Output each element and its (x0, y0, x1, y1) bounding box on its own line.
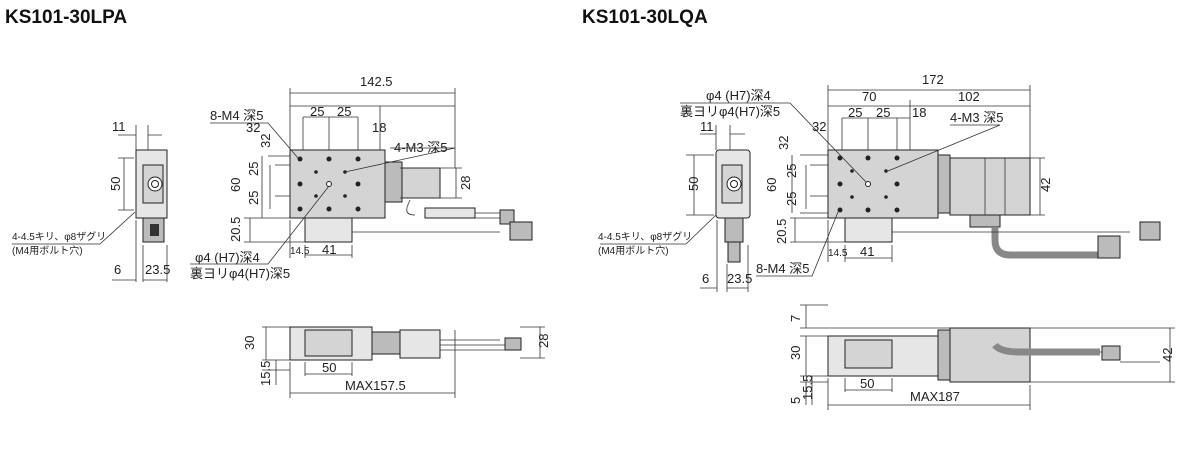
note-4-m3: 4-M3 深5 (394, 140, 447, 155)
model-title: KS101-30LPA (5, 7, 127, 28)
dim-11: 11 (700, 119, 714, 134)
dim-25-d: 25 (246, 191, 261, 205)
dim-7: 7 (788, 315, 803, 322)
dim-42: 42 (1038, 178, 1053, 192)
model-ks101-30lpa: KS101-30LPA 11 50 6 23.5 4-4.5キリ、φ8ザグリ (… (5, 7, 551, 398)
dim-70: 70 (862, 89, 876, 104)
dim-max-length: MAX157.5 (345, 378, 406, 393)
dim-32-v: 32 (258, 134, 273, 148)
dim-32-h: 32 (246, 120, 260, 135)
model-title: KS101-30LQA (582, 7, 708, 28)
dim-50-side: 50 (322, 360, 336, 375)
dim-172: 172 (922, 72, 944, 87)
dim-60: 60 (764, 178, 779, 192)
end-view: 11 50 6 23.5 4-4.5キリ、φ8ザグリ (M4用ボルト穴) (12, 119, 170, 282)
dim-6: 6 (702, 271, 709, 286)
dim-25-b: 25 (337, 104, 351, 119)
note-pin-hole-back: 裏ヨリφ4(H7)深5 (190, 266, 290, 281)
dim-18: 18 (372, 120, 386, 135)
dim-6: 6 (114, 262, 121, 277)
note-m4-bolt: (M4用ボルト穴) (12, 244, 83, 257)
dim-25-c: 25 (784, 164, 799, 178)
note-pin-hole: φ4 (H7)深4 (195, 250, 260, 265)
dim-20-5: 20.5 (774, 219, 789, 244)
dim-28: 28 (458, 176, 473, 190)
note-pin-hole-back: 裏ヨリφ4(H7)深5 (680, 104, 780, 119)
note-bolt-hole: 4-4.5キリ、φ8ザグリ (12, 230, 106, 243)
dim-102: 102 (958, 89, 980, 104)
mounting-holes (297, 156, 361, 212)
note-8-m4: 8-M4 深5 (756, 261, 809, 276)
dim-23-5: 23.5 (145, 262, 170, 277)
model-ks101-30lqa: KS101-30LQA 11 50 6 23.5 4-4.5キリ、φ8ザグリ (… (582, 7, 1175, 410)
dim-30: 30 (788, 346, 803, 360)
note-bolt-hole: 4-4.5キリ、φ8ザグリ (598, 230, 692, 243)
dim-15-5: 15.5 (258, 361, 273, 386)
dim-14-5: 14.5 (828, 248, 848, 259)
side-view: 7 30 5 15.5 50 MAX187 42 (788, 304, 1175, 410)
dim-60: 60 (228, 178, 243, 192)
dim-20-5: 20.5 (228, 217, 243, 242)
dim-11: 11 (112, 119, 126, 134)
dim-32-h: 32 (812, 119, 826, 134)
dim-41: 41 (322, 242, 336, 257)
dim-25-b: 25 (876, 105, 890, 120)
dim-41: 41 (860, 244, 874, 259)
dim-50: 50 (686, 177, 701, 191)
dim-max-length: MAX187 (910, 389, 960, 404)
dim-25-a: 25 (310, 104, 324, 119)
dim-30: 30 (242, 336, 257, 350)
dim-5: 5 (788, 397, 803, 404)
note-pin-hole: φ4 (H7)深4 (706, 88, 771, 103)
dim-42-side: 42 (1160, 348, 1175, 362)
dim-32-v: 32 (776, 136, 791, 150)
dim-23-5: 23.5 (727, 271, 752, 286)
dim-14-5: 14.5 (290, 246, 310, 257)
dim-50-side: 50 (860, 376, 874, 391)
side-view: 30 15.5 50 MAX157.5 28 (242, 326, 551, 398)
note-4-m3: 4-M3 深5 (950, 110, 1003, 125)
dim-50: 50 (108, 177, 123, 191)
top-view: 142.5 32 25 25 18 8-M4 深5 4-M3 深5 28 60 … (190, 74, 533, 281)
dim-142-5: 142.5 (360, 74, 393, 89)
note-8-m4: 8-M4 深5 (210, 108, 263, 123)
top-view: 172 70 102 32 25 25 18 φ4 (H7)深4 裏ヨリφ4(H… (680, 72, 1161, 277)
dim-18: 18 (912, 105, 926, 120)
dim-25-a: 25 (848, 105, 862, 120)
dim-25-d: 25 (784, 192, 799, 206)
dim-28-side: 28 (536, 334, 551, 348)
end-view: 11 50 6 23.5 4-4.5キリ、φ8ザグリ (M4用ボルト穴) (598, 119, 752, 292)
dim-15-5: 15.5 (800, 375, 815, 400)
dim-25-c: 25 (246, 162, 261, 176)
note-m4-bolt: (M4用ボルト穴) (598, 244, 669, 257)
